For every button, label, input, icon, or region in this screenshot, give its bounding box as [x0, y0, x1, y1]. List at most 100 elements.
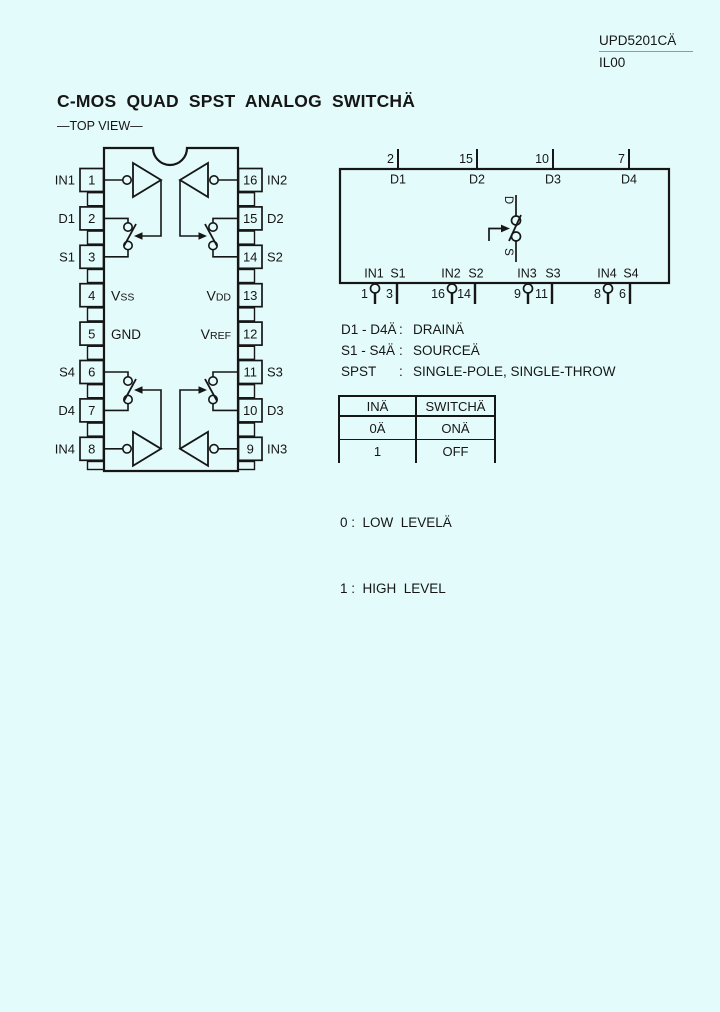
- pin-number: 6: [619, 287, 626, 301]
- pin-number: 11: [535, 287, 548, 301]
- pin-number: 3: [88, 250, 95, 265]
- pin-numbers: 1 2 3 4 5 6 7 8 16 15 14 13 12 11 10 9: [88, 173, 257, 457]
- switch-lever: [204, 378, 218, 402]
- legend-colon: :: [399, 322, 403, 337]
- schematic-switch-symbol: D S: [488, 195, 522, 262]
- switch-contact-icon: [208, 375, 219, 386]
- schematic-diagram: 2 15 10 7 D1 D2 D3 D4 D S: [338, 149, 671, 304]
- internal-labels: VSS GND VDD VREF: [111, 287, 231, 341]
- in-label: IN1: [364, 267, 384, 281]
- pin-number: 3: [386, 287, 393, 301]
- left-edge-tabs: [86, 191, 105, 471]
- truth-table-row: 1 OFF: [340, 440, 494, 463]
- table-header-cell: INÄ: [340, 397, 417, 417]
- inverter-bubble-icon: [209, 175, 220, 186]
- switch-lever: [123, 223, 137, 247]
- buffer-triangle-icon: [132, 161, 163, 199]
- pin-label: IN1: [55, 173, 75, 188]
- pin-number: 15: [459, 152, 473, 166]
- switch-contact-icon: [208, 222, 219, 233]
- control-arrow-icon: [134, 386, 143, 394]
- pin-number: 10: [535, 152, 549, 166]
- schematic-top-pin-labels: D1 D2 D3 D4: [390, 173, 637, 187]
- legend-definition: DRAINÄ: [413, 322, 465, 337]
- legend-row: S1 - S4Ä : SOURCEÄ: [341, 340, 616, 361]
- pin-label: D3: [267, 403, 284, 418]
- table-cell: 1: [340, 440, 417, 463]
- pin-labels: IN1 D1 S1 S4 D4 IN4 IN2 D2 S2 S3 D3 IN3: [55, 173, 287, 457]
- drain-label: D1: [390, 173, 406, 187]
- part-number: UPD5201CÄ: [599, 33, 693, 52]
- switch-contact-icon: [510, 231, 522, 242]
- pin-number: 1: [361, 287, 368, 301]
- pin-number: 11: [243, 365, 257, 380]
- in-label: IN2: [441, 267, 461, 281]
- legend-term: D1 - D4Ä: [341, 322, 397, 337]
- pin-number: 2: [387, 152, 394, 166]
- pin-label: S2: [267, 250, 283, 265]
- legend-definition: SOURCEÄ: [413, 343, 480, 358]
- level-note: 1 : HIGH LEVEL: [340, 581, 446, 596]
- pin-number: 10: [243, 403, 257, 418]
- legend-term: S1 - S4Ä: [341, 343, 396, 358]
- pin-label: IN3: [267, 442, 287, 457]
- pin-number: 14: [457, 287, 471, 301]
- buffer-triangle-icon: [178, 430, 209, 468]
- pin-number: 14: [243, 250, 257, 265]
- schematic-top-pin-numbers: 2 15 10 7: [387, 152, 625, 166]
- inverter-bubble-icon: [209, 443, 220, 454]
- ic-body: [102, 146, 240, 473]
- pin-number: 7: [618, 152, 625, 166]
- pin-number: 13: [243, 288, 257, 303]
- pin-number: 16: [431, 287, 445, 301]
- legend-definition: SINGLE-POLE, SINGLE-THROW: [413, 364, 616, 379]
- pin-number: 16: [243, 173, 257, 188]
- pin-number: 2: [88, 211, 95, 226]
- pin-number: 12: [243, 326, 257, 341]
- ic-package-diagram: 1 2 3 4 5 6 7 8 16 15 14 13 12 11 10 9 I…: [55, 146, 287, 473]
- pin-label: D2: [267, 211, 284, 226]
- pin-label: S4: [59, 365, 75, 380]
- right-pin-boxes: [237, 167, 263, 462]
- legend-term: SPST: [341, 364, 377, 379]
- circuit-diagrams: 1 2 3 4 5 6 7 8 16 15 14 13 12 11 10 9 I…: [55, 146, 671, 473]
- pin-label: IN2: [267, 173, 287, 188]
- top-view-label: —TOP VIEW—: [57, 119, 143, 133]
- source-label: S2: [468, 267, 483, 281]
- schematic-bottom-leads: [369, 283, 632, 304]
- control-arrow-icon: [198, 232, 207, 240]
- terminal-legend: D1 - D4Ä : DRAINÄ S1 - S4Ä : SOURCEÄ SPS…: [341, 319, 616, 382]
- channel2-symbol: [178, 161, 238, 258]
- drain-label: D4: [621, 173, 637, 187]
- control-arrow-icon: [134, 232, 143, 240]
- legend-row: D1 - D4Ä : DRAINÄ: [341, 319, 616, 340]
- channel1-symbol: [103, 161, 163, 258]
- truth-table-row: 0Ä ONÄ: [340, 417, 494, 440]
- vss-label: VSS: [111, 287, 134, 303]
- in-label: IN4: [597, 267, 617, 281]
- gnd-label: GND: [111, 327, 141, 342]
- buffer-triangle-icon: [178, 161, 209, 199]
- switch-lever: [123, 378, 137, 402]
- pin-label: S3: [267, 365, 283, 380]
- switch-contact-icon: [123, 222, 134, 233]
- table-cell: OFF: [442, 444, 469, 459]
- in-label: IN3: [517, 267, 537, 281]
- pin-label: S1: [59, 250, 75, 265]
- document-header: UPD5201CÄ IL00: [599, 33, 693, 71]
- pin-number: 5: [88, 326, 95, 341]
- table-header-cell: SWITCHÄ: [417, 397, 494, 417]
- vref-label: VREF: [201, 326, 231, 342]
- pin-label: IN4: [55, 442, 75, 457]
- source-label: S4: [623, 267, 638, 281]
- source-terminal-label: S: [502, 248, 514, 256]
- table-cell: 0Ä: [340, 417, 417, 440]
- logic-level-notes: 0 : LOW LEVELÄ 1 : HIGH LEVEL: [340, 468, 452, 644]
- legend-colon: :: [399, 343, 403, 358]
- inverter-bubble-icon: [122, 443, 133, 454]
- source-label: S1: [390, 267, 405, 281]
- level-note: 0 : LOW LEVELÄ: [340, 515, 452, 530]
- switch-lever: [204, 223, 218, 247]
- pin-number: 9: [514, 287, 521, 301]
